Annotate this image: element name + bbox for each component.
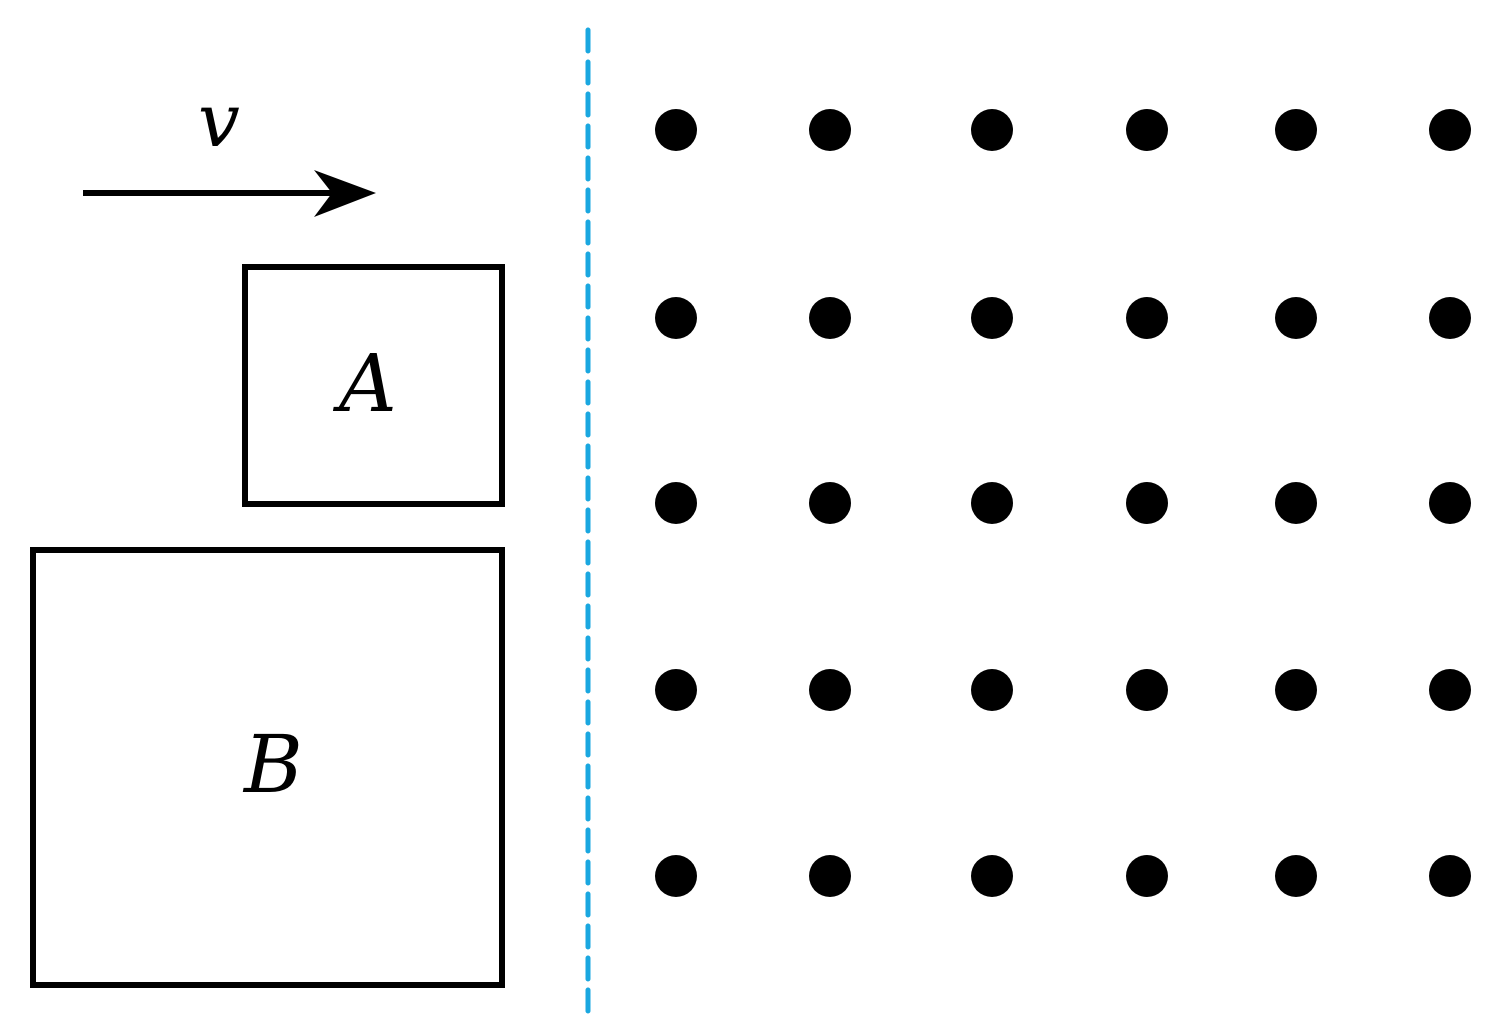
field-dot (1429, 109, 1471, 151)
field-dot (655, 855, 697, 897)
field-dot (1275, 855, 1317, 897)
field-dot (971, 109, 1013, 151)
field-dot (1126, 297, 1168, 339)
field-dot (1275, 109, 1317, 151)
velocity-arrow (83, 170, 376, 217)
field-dot (1126, 482, 1168, 524)
loop-a (242, 264, 505, 507)
field-dot (1275, 669, 1317, 711)
field-dot (809, 109, 851, 151)
field-dot (655, 669, 697, 711)
field-dot (655, 109, 697, 151)
magnetic-field-dots (655, 109, 1471, 897)
field-dot (1429, 855, 1471, 897)
field-dot (809, 669, 851, 711)
field-dot (655, 482, 697, 524)
field-dot (1126, 855, 1168, 897)
loop-a-label: A (332, 337, 397, 430)
loop-b-label: B (242, 718, 303, 811)
loop-b (30, 547, 505, 988)
field-dot (1275, 297, 1317, 339)
field-dot (809, 297, 851, 339)
field-dot (971, 855, 1013, 897)
field-dot (1429, 482, 1471, 524)
field-dot (971, 482, 1013, 524)
field-dot (1429, 669, 1471, 711)
field-dot (1126, 669, 1168, 711)
field-dot (809, 855, 851, 897)
velocity-label: v (198, 78, 240, 164)
field-dot (971, 669, 1013, 711)
field-dot (1126, 109, 1168, 151)
field-dot (971, 297, 1013, 339)
field-dot (809, 482, 851, 524)
field-dot (1429, 297, 1471, 339)
field-dot (1275, 482, 1317, 524)
field-dot (655, 297, 697, 339)
